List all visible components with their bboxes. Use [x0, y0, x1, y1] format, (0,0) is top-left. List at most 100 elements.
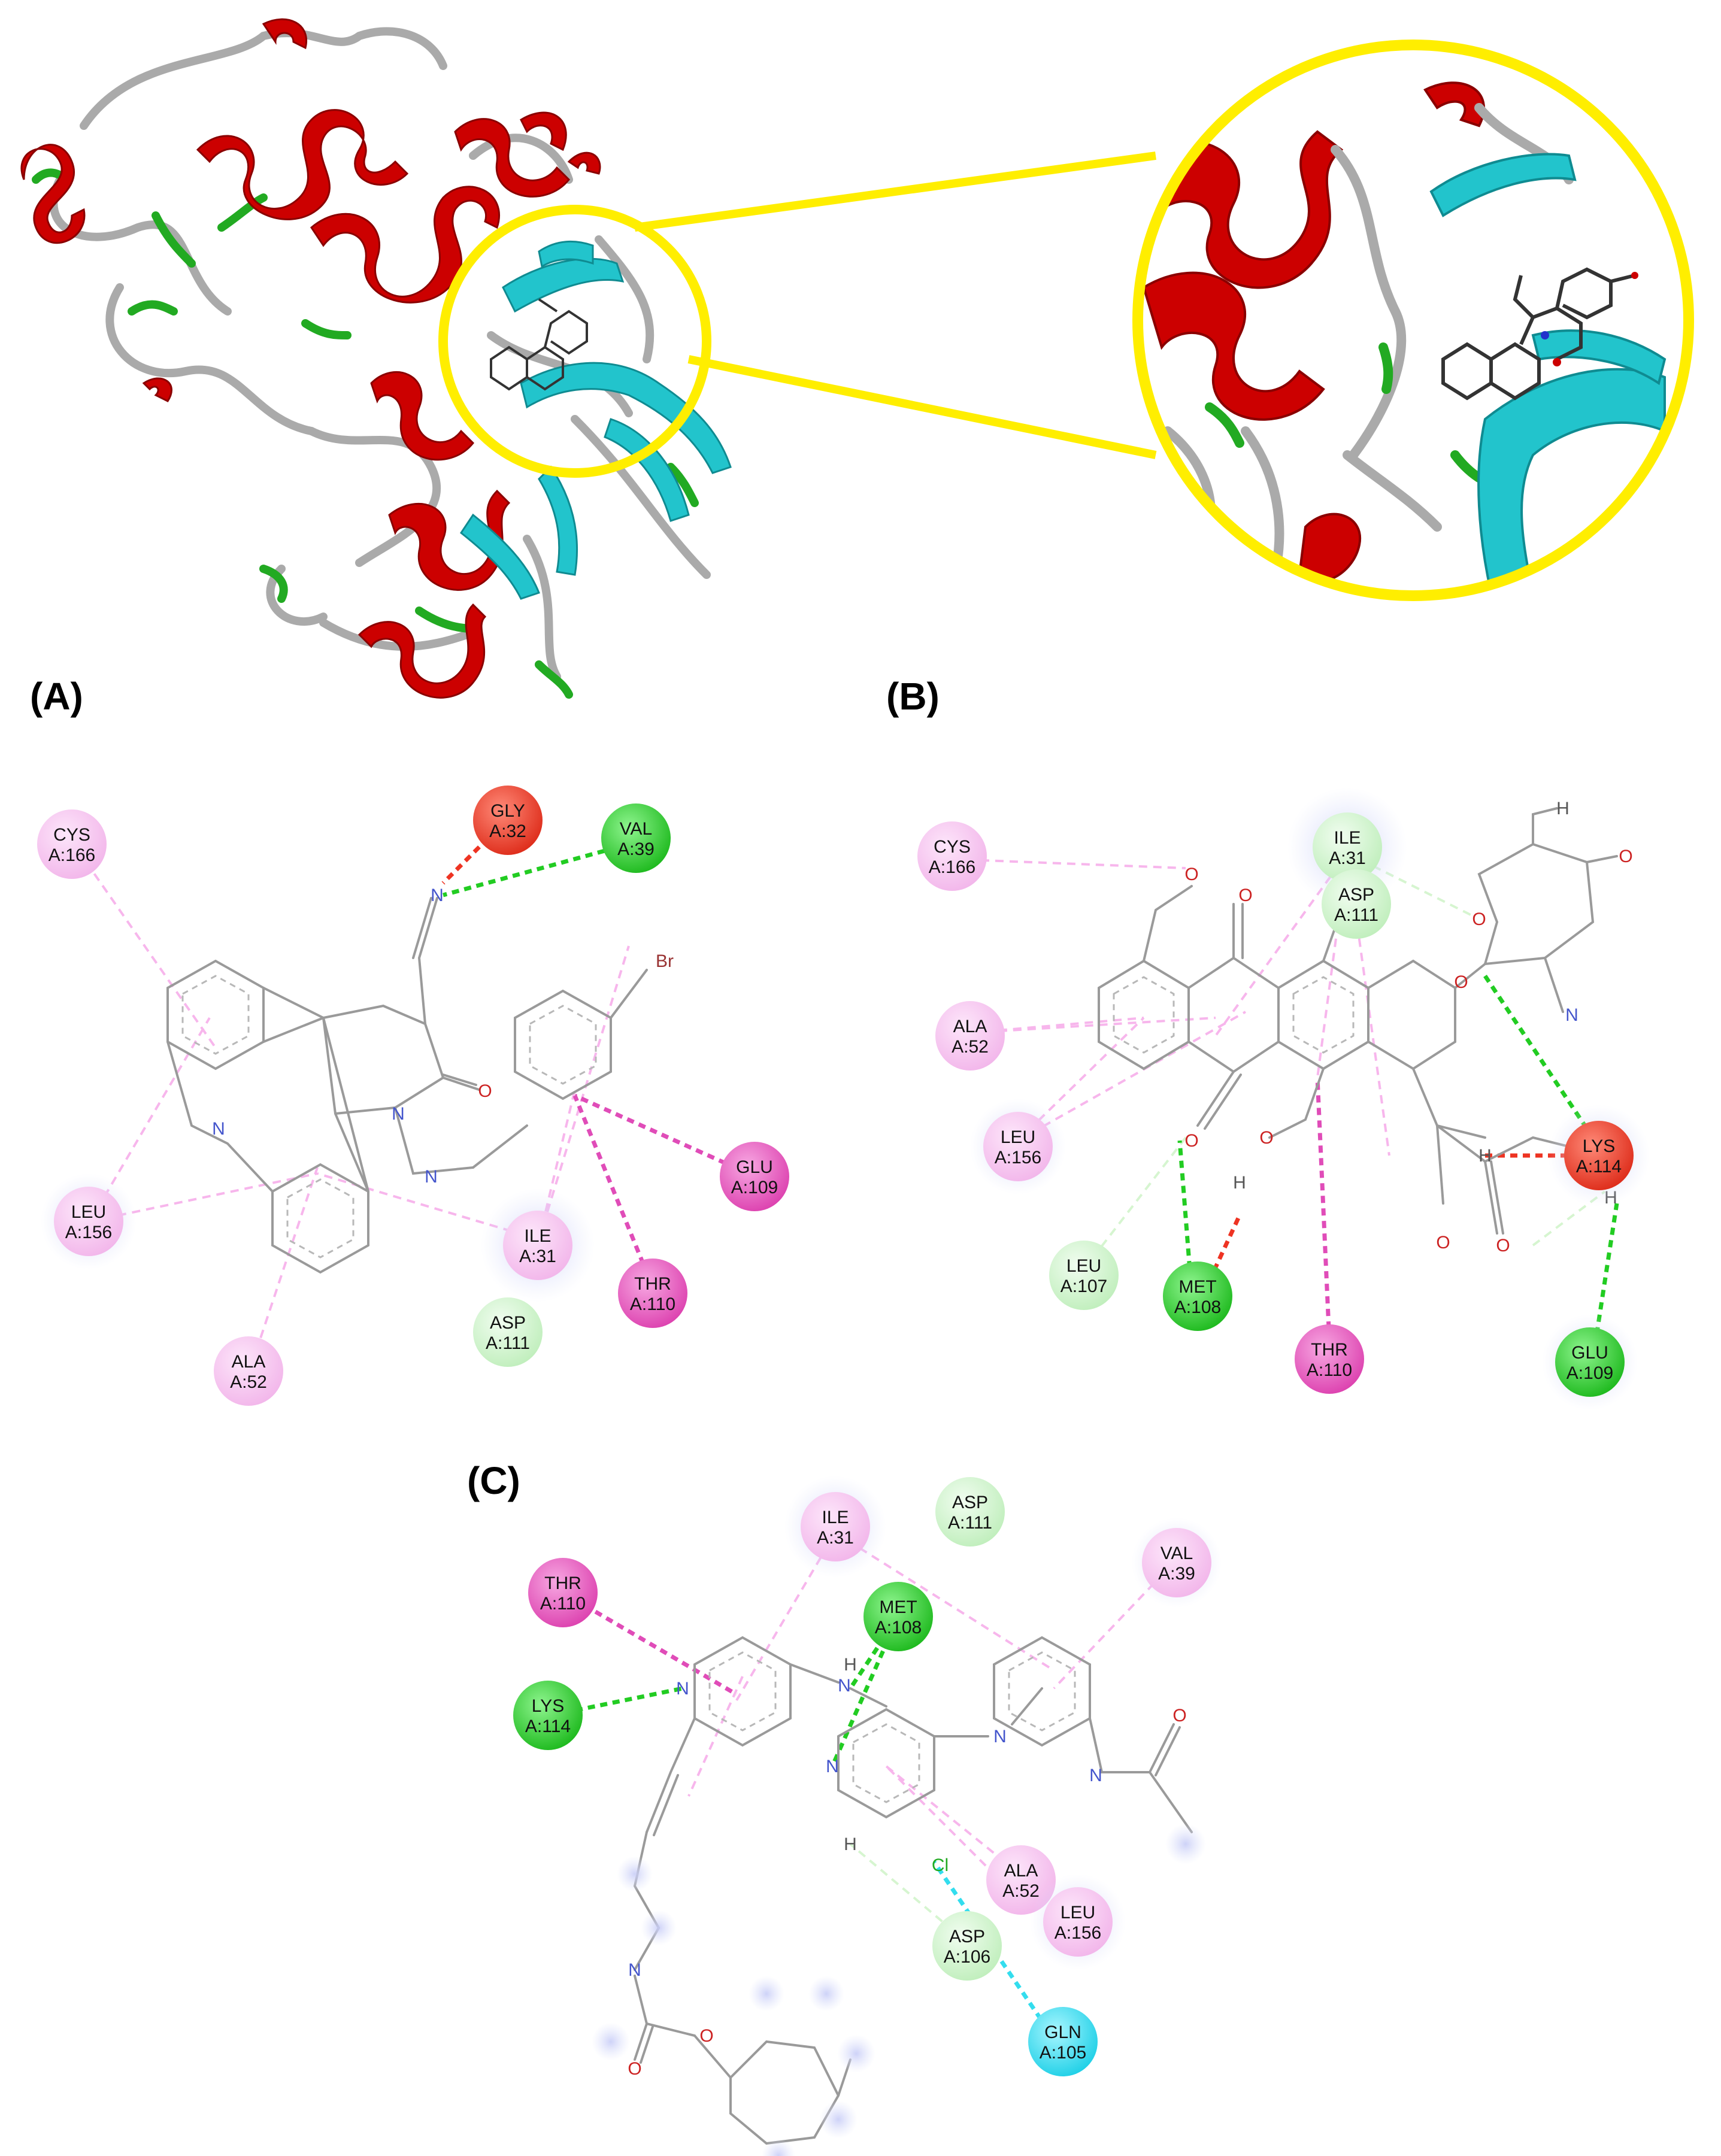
svg-text:A:109: A:109 — [1567, 1363, 1613, 1383]
ligand-3-atom-n: N — [993, 1727, 1007, 1746]
residue-leu107: LEU A:107 — [1049, 1241, 1119, 1310]
ligand-1-atom-n: N — [425, 1167, 438, 1187]
ligand-3-atom-n: N — [676, 1679, 689, 1699]
svg-text:A:39: A:39 — [617, 839, 655, 859]
svg-text:A:114: A:114 — [525, 1717, 571, 1736]
svg-text:ASP: ASP — [949, 1927, 985, 1946]
ligand-2-atom-h: H — [1478, 1146, 1492, 1166]
svg-text:LEU: LEU — [71, 1202, 106, 1222]
svg-text:THR: THR — [544, 1573, 581, 1593]
residue-val39: VAL A:39 — [601, 803, 671, 873]
ligand-1-atom-br: Br — [656, 951, 674, 971]
residue-ile31: ILE A:31 — [784, 1476, 886, 1578]
ligand-3-skeleton — [633, 1636, 1193, 2145]
ligand-1-diagram: N N N N O Br CYS A:166 GLY A:32 VAL A:39 — [37, 786, 789, 1406]
svg-text:ASP: ASP — [490, 1313, 526, 1333]
residue-lys114: LYS A:114 — [1548, 1105, 1650, 1206]
svg-text:GLU: GLU — [1571, 1343, 1608, 1363]
ligand-3-atom-h: H — [844, 1655, 857, 1675]
ligand-2-atom-o: O — [1259, 1128, 1273, 1148]
ligand-2-atom-o: O — [1496, 1236, 1510, 1256]
svg-text:A:156: A:156 — [1055, 1923, 1101, 1943]
svg-text:A:156: A:156 — [995, 1148, 1041, 1168]
residue-thr110: THR A:110 — [1295, 1324, 1364, 1394]
ligand-2-atom-h: H — [1233, 1173, 1246, 1193]
residue-asp111: ASP A:111 — [935, 1477, 1005, 1547]
svg-text:A:111: A:111 — [486, 1333, 530, 1353]
ligand-3-atom-cl: Cl — [932, 1855, 949, 1875]
svg-text:VAL: VAL — [620, 819, 652, 839]
protein-ribbon-structure — [20, 18, 732, 699]
residue-leu156: LEU A:156 — [41, 1173, 137, 1269]
svg-text:LEU: LEU — [1001, 1127, 1035, 1147]
svg-text:LYS: LYS — [532, 1696, 564, 1716]
residue-ala52: ALA A:52 — [214, 1336, 283, 1406]
ligand-2-atom-o: O — [1436, 1233, 1450, 1253]
zoom-detail-circle — [1132, 40, 1694, 601]
residue-glu109: GLU A:109 — [1542, 1314, 1638, 1410]
ligand-3-atom-o: O — [1172, 1706, 1186, 1726]
svg-text:CYS: CYS — [53, 825, 90, 845]
svg-text:A:108: A:108 — [875, 1618, 922, 1638]
ligand-1-atom-o: O — [478, 1081, 492, 1101]
ligand-1-atom-n: N — [431, 886, 444, 905]
svg-text:ALA: ALA — [1004, 1861, 1038, 1881]
svg-text:VAL: VAL — [1161, 1544, 1193, 1563]
svg-text:ILE: ILE — [1334, 828, 1361, 848]
residue-met108: MET A:108 — [863, 1582, 933, 1651]
residue-ala52: ALA A:52 — [935, 1001, 1005, 1071]
svg-text:A:105: A:105 — [1040, 2043, 1086, 2063]
residue-thr110: THR A:110 — [618, 1259, 687, 1328]
ligand-3-atom-n: N — [826, 1757, 839, 1776]
residue-gln105: GLN A:105 — [1028, 2007, 1098, 2076]
ligand-2-skeleton — [1098, 807, 1618, 1235]
svg-text:CYS: CYS — [934, 837, 971, 857]
ligand-1-atom-n: N — [392, 1104, 405, 1124]
svg-text:GLN: GLN — [1044, 2022, 1081, 2042]
svg-text:A:114: A:114 — [1576, 1157, 1622, 1176]
residue-leu156: LEU A:156 — [1030, 1874, 1126, 1970]
zoom-source-circle — [438, 205, 711, 478]
residue-thr110: THR A:110 — [528, 1558, 598, 1627]
svg-text:LEU: LEU — [1061, 1903, 1095, 1922]
svg-text:THR: THR — [1311, 1340, 1348, 1360]
residue-ile31: ILE A:31 — [481, 1188, 595, 1302]
ligand-2-diagram: O O O O O H O O O N H H O O O H CYS A:16… — [917, 787, 1650, 1410]
ligand-3-atom-n: N — [628, 1960, 641, 1980]
svg-text:A:52: A:52 — [230, 1372, 267, 1392]
svg-text:A:31: A:31 — [817, 1528, 854, 1548]
ligand-1-interaction-lines — [77, 818, 750, 1366]
ligand-2-atom-h: H — [1556, 799, 1569, 818]
residue-glu109: GLU A:109 — [720, 1142, 789, 1211]
svg-text:GLU: GLU — [736, 1157, 773, 1177]
ligand-2-atom-o: O — [1184, 865, 1198, 884]
ligand-3-atom-o: O — [628, 2059, 641, 2079]
residue-cys166: CYS A:166 — [37, 809, 107, 879]
svg-text:A:111: A:111 — [948, 1513, 992, 1533]
ligand-3-solvent-glow — [592, 1824, 1206, 2156]
svg-text:ALA: ALA — [232, 1352, 266, 1372]
svg-text:A:110: A:110 — [1307, 1360, 1352, 1380]
ligand-2-atom-o: O — [1238, 886, 1252, 905]
svg-text:A:106: A:106 — [944, 1947, 990, 1967]
zoomed-binding-pocket — [1141, 48, 1686, 593]
residue-asp106: ASP A:106 — [932, 1911, 1002, 1981]
ligand-3-atom-h: H — [844, 1834, 857, 1854]
svg-text:GLY: GLY — [490, 801, 525, 821]
ligand-1-residues: CYS A:166 GLY A:32 VAL A:39 GLU A:109 — [37, 786, 789, 1406]
svg-text:A:52: A:52 — [952, 1037, 989, 1057]
svg-text:MET: MET — [879, 1597, 917, 1617]
ligand-2-atom-o: O — [1454, 972, 1468, 992]
ligand-1-atom-n: N — [212, 1119, 225, 1139]
panel-label-b: (B) — [886, 675, 940, 718]
ligand-3-residues: ILE A:31 ASP A:111 VAL A:39 THR A:110 — [513, 1476, 1222, 2076]
residue-leu156: LEU A:156 — [970, 1099, 1066, 1194]
svg-text:A:110: A:110 — [630, 1294, 675, 1314]
svg-text:ALA: ALA — [953, 1017, 987, 1036]
ligand-1-skeleton — [166, 897, 648, 1274]
panel-label-c: (C) — [467, 1459, 520, 1502]
svg-text:A:109: A:109 — [731, 1178, 778, 1197]
residue-val39: VAL A:39 — [1132, 1518, 1222, 1608]
ligand-3-atom-n: N — [838, 1676, 851, 1696]
